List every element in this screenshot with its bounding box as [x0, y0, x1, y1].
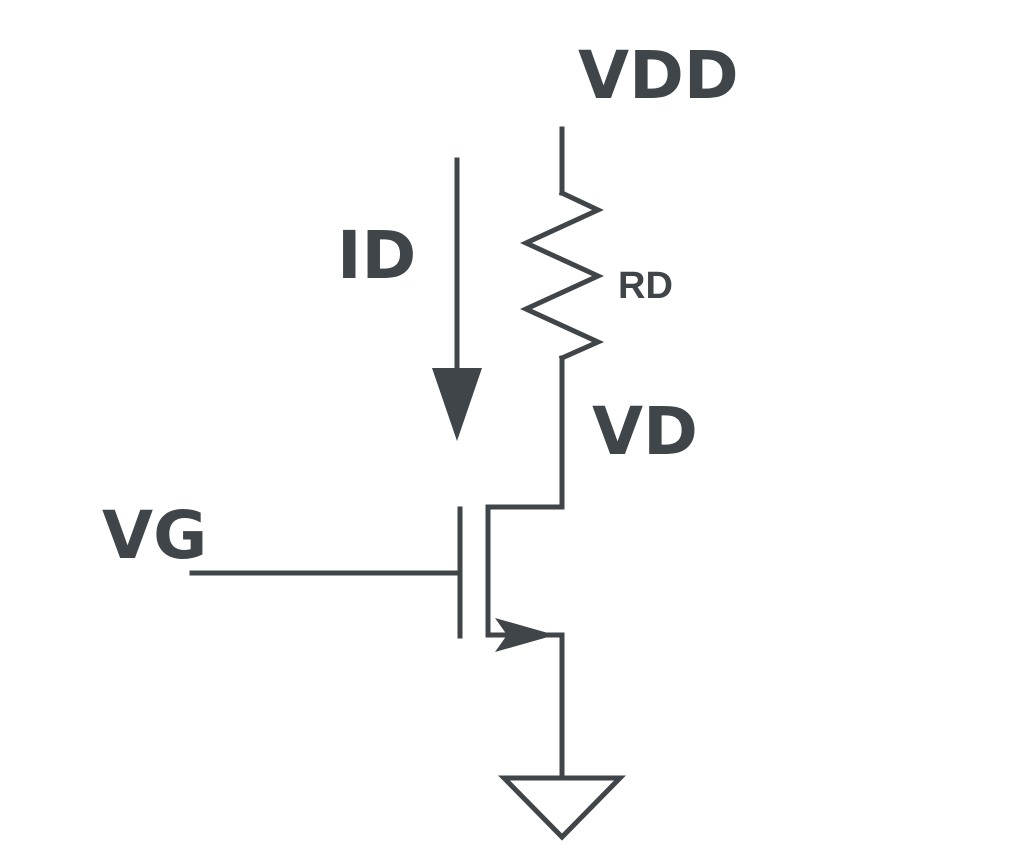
source-arrow-icon [495, 618, 555, 652]
rd-label: RD [618, 265, 673, 307]
resistor-symbol [519, 189, 605, 362]
ground-symbol [498, 775, 626, 841]
vg-label: VG [102, 497, 207, 574]
vdd-label: VDD [578, 37, 739, 114]
down-arrow-icon [432, 368, 482, 441]
vd-label: VD [592, 393, 698, 470]
id-label: ID [337, 217, 416, 294]
drain-source-wire [485, 355, 565, 779]
